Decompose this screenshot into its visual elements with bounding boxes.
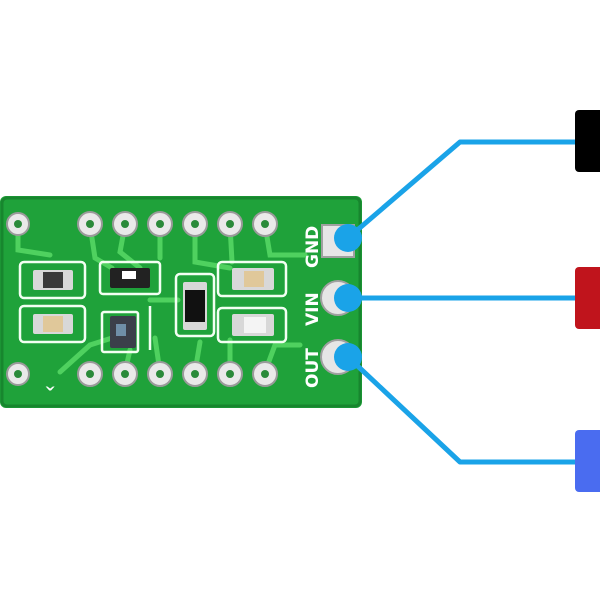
gnd-label: GND	[303, 226, 323, 268]
vin-junction	[334, 284, 362, 312]
gnd-connector	[575, 110, 600, 172]
smd-resistor-2	[33, 314, 73, 334]
smd-resistor-1	[33, 270, 73, 290]
bottom-pad-holes	[14, 370, 269, 378]
out-junction	[334, 343, 362, 371]
wire-junctions	[334, 224, 362, 371]
out-wire	[346, 355, 582, 465]
gnd-junction	[334, 224, 362, 252]
silk-marker: ^	[44, 376, 56, 392]
vin-label: VIN	[303, 292, 323, 326]
silkscreen	[18, 260, 288, 354]
out-label: OUT	[303, 348, 323, 388]
smd-resistor-3	[232, 268, 274, 290]
smd-chip-top	[110, 268, 150, 288]
smd-resistor-vertical	[183, 282, 207, 330]
smd-led	[232, 314, 274, 336]
top-pad-holes	[14, 220, 269, 228]
wires	[346, 139, 582, 465]
vin-connector	[575, 267, 600, 329]
gnd-wire	[346, 139, 582, 240]
out-connector	[575, 430, 600, 492]
sensor-ic	[110, 316, 136, 348]
